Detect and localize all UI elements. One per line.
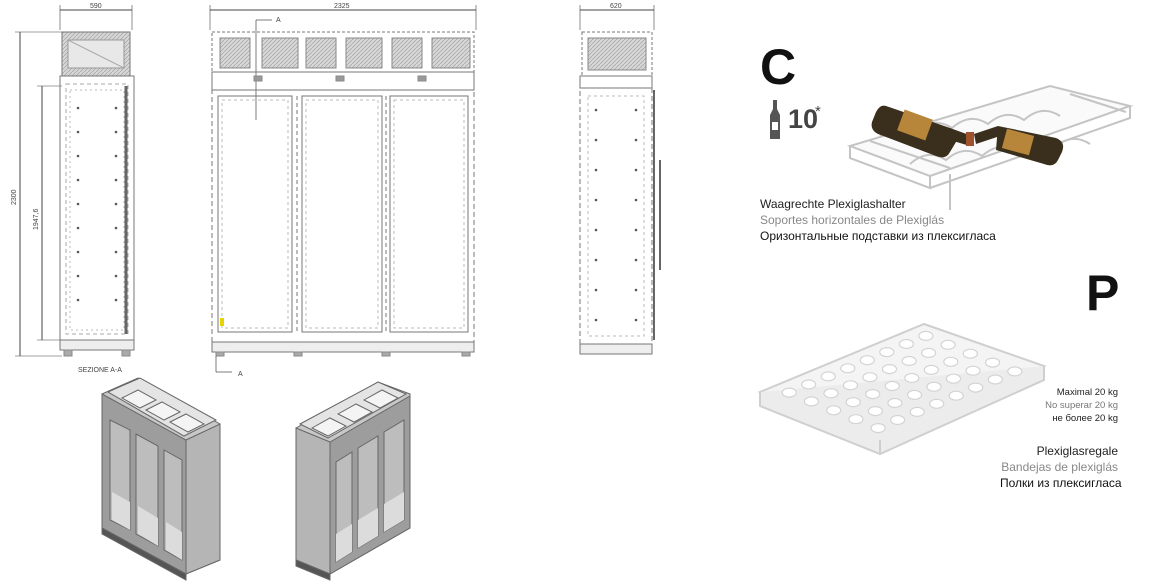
tray-hole: [803, 396, 820, 407]
tray-hole: [887, 397, 903, 409]
tray-hole: [859, 355, 875, 366]
load-de: Maximal 20 kg: [1056, 387, 1118, 398]
tray-hole: [820, 371, 836, 382]
tray-hole: [929, 398, 945, 409]
front-view-drawing: [209, 5, 477, 373]
tray-hole: [909, 406, 925, 418]
dim-side-width: 590: [90, 3, 102, 10]
dim-total-height: 2300: [11, 189, 18, 205]
caption-p-es: Bandejas de plexiglás: [1001, 460, 1118, 474]
tray-hole: [862, 372, 878, 383]
tray-hole: [923, 364, 939, 376]
tray-hole: [918, 330, 934, 341]
tray-hole: [962, 348, 978, 359]
tray-hole: [823, 388, 839, 399]
isometric-cabinet-left: [101, 377, 221, 581]
tray-hole: [904, 372, 920, 384]
tray-hole: [940, 339, 956, 350]
tray-hole: [985, 357, 1001, 368]
side-view-drawing: [579, 5, 661, 355]
load-es: No superar 20 kg: [1045, 400, 1118, 411]
tray-hole: [781, 387, 797, 398]
horizontal-holder-image: [846, 84, 1134, 210]
tray-hole: [968, 382, 984, 393]
caption-c-es: Soportes horizontales de Plexiglás: [760, 213, 945, 227]
tray-hole: [948, 390, 964, 401]
tray-hole: [842, 380, 859, 391]
tray-hole: [987, 374, 1003, 385]
caption-c-ru: Оризонтальные подставки из плексигласа: [760, 229, 996, 243]
tray-hole: [901, 355, 917, 367]
accessory-p-load: Maximal 20 kg No superar 20 kg не более …: [1040, 386, 1118, 425]
caption-c-de: Waagrechte Plexiglashalter: [760, 197, 906, 211]
tray-hole: [1007, 366, 1023, 377]
tray-hole: [965, 365, 981, 376]
caption-p-ru: Полки из плексигласа: [1000, 476, 1122, 490]
accessory-p-letter: P: [1086, 265, 1120, 321]
capacity-footnote-mark: *: [815, 103, 821, 120]
tray-hole: [926, 381, 942, 392]
load-ru: не более 20 kg: [1052, 413, 1118, 424]
section-label: SEZIONE A-A: [78, 367, 122, 374]
isometric-cabinet-right: [295, 381, 411, 581]
tray-hole: [898, 338, 914, 350]
technical-drawings: 590 2300 1947,6 SEZIONE A-A: [11, 3, 661, 581]
tray-hole: [945, 373, 962, 384]
tray-hole: [890, 414, 906, 426]
accessory-c-caption: Waagrechte Plexiglashalter Soportes hori…: [760, 196, 996, 244]
caption-p-de: Plexiglasregale: [1036, 444, 1118, 458]
tray-hole: [801, 379, 817, 390]
side-view-dots: [594, 108, 638, 322]
section-view-dots: [76, 106, 118, 302]
dim-depth-width: 620: [610, 3, 622, 10]
capacity-value: 10: [788, 104, 819, 134]
bottle-icon: [768, 100, 782, 140]
section-view-drawing: [15, 5, 135, 357]
dim-inner-height: 1947,6: [33, 208, 40, 230]
tray-hole: [848, 414, 864, 425]
tray-hole: [884, 380, 900, 392]
accessory-p-caption: Plexiglasregale Bandejas de plexiglás По…: [1000, 443, 1122, 491]
tray-holes: [781, 330, 1023, 434]
marker-a-bottom: A: [238, 371, 243, 378]
tray-hole: [845, 397, 861, 408]
tray-hole: [826, 405, 842, 416]
dim-front-width: 2325: [334, 3, 350, 10]
tray-hole: [921, 347, 937, 359]
tray-hole: [867, 405, 884, 417]
marker-a-top: A: [276, 17, 281, 24]
tray-hole: [943, 356, 959, 367]
tray-hole: [879, 346, 895, 358]
tray-hole: [881, 363, 898, 375]
plexiglass-tray-image: [757, 322, 1047, 456]
tray-hole: [870, 422, 886, 434]
tray-hole: [840, 363, 856, 374]
tray-hole: [865, 388, 881, 400]
tray-hole: [906, 389, 923, 401]
accessory-c-letter: C: [760, 39, 797, 95]
